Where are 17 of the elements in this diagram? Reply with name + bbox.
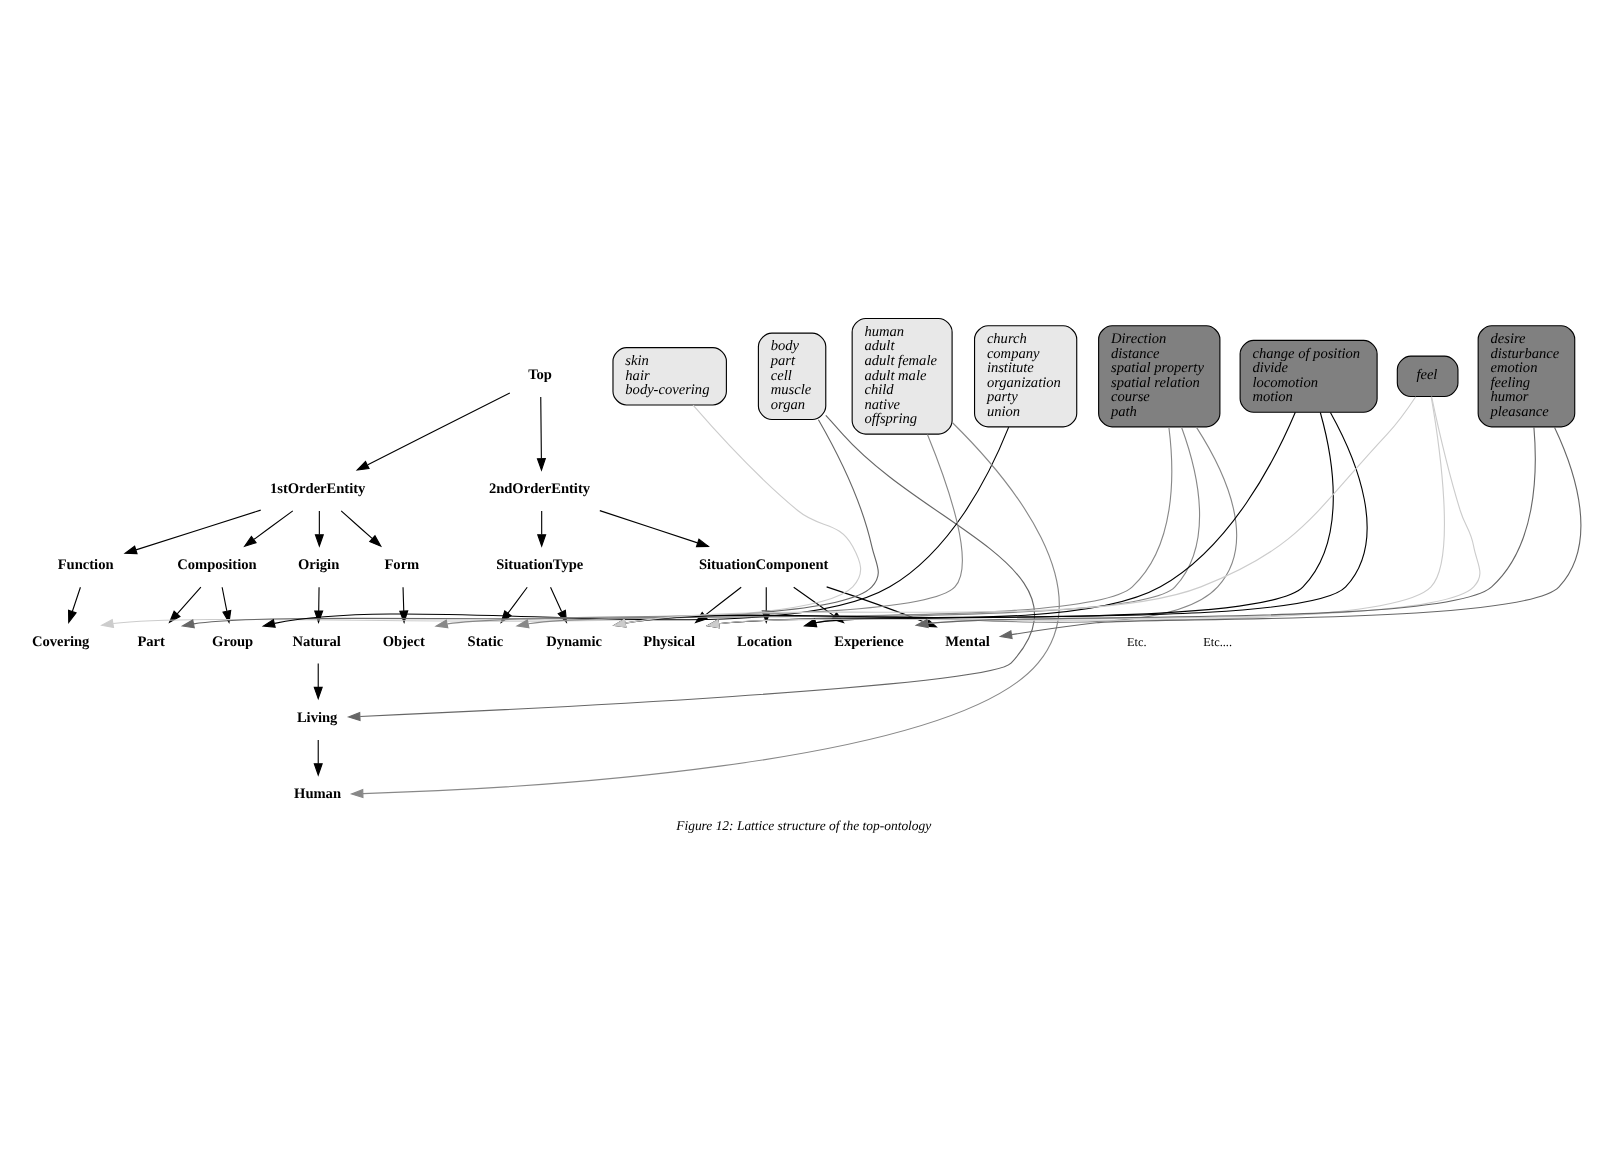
arrow [314, 510, 325, 548]
arrow [355, 392, 511, 471]
arrow [313, 739, 323, 777]
arrow [998, 426, 1582, 640]
arrow [68, 586, 81, 624]
arrow [100, 404, 862, 629]
arrow [349, 421, 1060, 799]
arrow [340, 510, 383, 548]
arrow [243, 510, 294, 548]
arrow [536, 510, 547, 548]
arrow [221, 586, 232, 624]
arrow [168, 586, 202, 624]
arrow [346, 414, 1035, 722]
arrow [536, 396, 547, 472]
arrow [599, 510, 710, 548]
arrow [123, 509, 262, 555]
arrow [313, 663, 323, 701]
